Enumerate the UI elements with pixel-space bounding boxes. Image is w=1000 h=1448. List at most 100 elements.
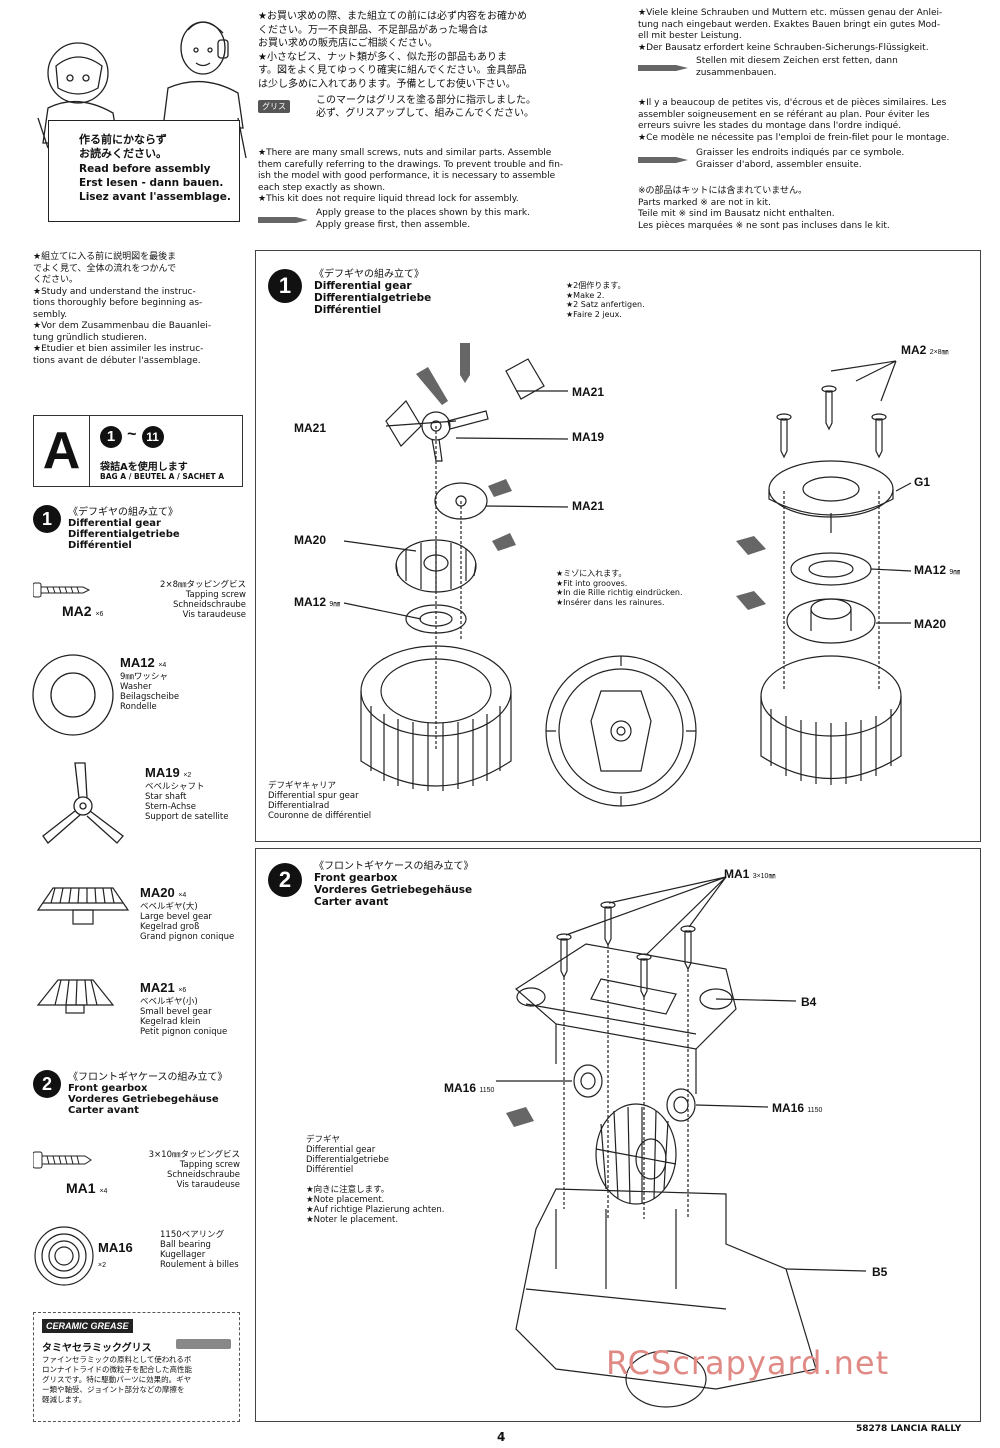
part-ma16-desc: 1150ベアリング Ball bearing Kugellager Roulem… bbox=[160, 1230, 239, 1270]
range-start: 1 bbox=[100, 426, 122, 448]
panel2-jp: 《フロントギヤケースの組み立て》 bbox=[314, 861, 474, 872]
grease-row-en: Apply grease to the places shown by this… bbox=[258, 208, 603, 230]
part-ma20-desc: ベベルギヤ(大) Large bevel gear Kegelrad groß … bbox=[140, 902, 235, 942]
diag1-ma2: MA2 2×8㎜ bbox=[901, 343, 949, 357]
grease-arrow-icon bbox=[638, 157, 688, 163]
grease-de-text: Stellen mit diesem Zeichen erst fetten, … bbox=[696, 56, 898, 78]
panel1-step-badge: 1 bbox=[268, 269, 302, 303]
grease-tag: グリス bbox=[258, 100, 290, 113]
grease-box-title: タミヤセラミックグリス bbox=[42, 1343, 152, 1354]
grease-fr-text: Graisser les endroits indiqués par ce sy… bbox=[696, 148, 905, 170]
diag2-b4: B4 bbox=[801, 995, 817, 1009]
read-before-box: 作る前にかならず お読みください。 Read before assembly E… bbox=[48, 120, 240, 222]
panel1-heading: 《デフギヤの組み立て》 Differential gear Differenti… bbox=[314, 265, 431, 316]
diag2-placement-note: ★向きに注意します。 ★Note placement. ★Auf richtig… bbox=[306, 1185, 445, 1225]
grease-brand-logo: CERAMIC GREASE bbox=[42, 1319, 133, 1333]
grease-tube-icon bbox=[176, 1339, 231, 1349]
bag-range: 1 ~ 11 bbox=[100, 426, 164, 448]
step2-de: Vorderes Getriebegehäuse bbox=[68, 1094, 219, 1105]
diag1-ma12-left: MA12 9㎜ bbox=[294, 595, 341, 609]
grease-arrow-icon bbox=[638, 65, 688, 71]
star-shaft-ma19-icon bbox=[42, 762, 124, 844]
diag2-ma16-left: MA16 1150 bbox=[444, 1081, 495, 1095]
part-ma1-code: MA1 ×4 bbox=[66, 1180, 108, 1196]
carrier-label: デフギヤキャリア Differential spur gear Differen… bbox=[268, 781, 372, 821]
make2-note: ★2個作ります。 ★Make 2. ★2 Satz anfertigen. ★F… bbox=[566, 281, 645, 319]
diag2-diff-label: デフギヤ Differential gear Differentialgetri… bbox=[306, 1135, 389, 1175]
differential-gear-diagram bbox=[343, 343, 912, 807]
bag-jp: 袋詰Aを使用します bbox=[100, 462, 188, 473]
step1-fr: Différentiel bbox=[68, 540, 132, 551]
grease-en-text: Apply grease to the places shown by this… bbox=[316, 208, 530, 230]
panel2-step-badge: 2 bbox=[268, 863, 302, 897]
part-ma12-desc: 9㎜ワッシャ Washer Beilagscheibe Rondelle bbox=[120, 672, 180, 712]
mechanics-illustration bbox=[37, 21, 247, 159]
read-before-fr: Lisez avant l'assemblage. bbox=[79, 191, 231, 203]
notes-japanese: ★お買い求めの際、また組立ての前には必ず内容をお確かめ ください。万一不良部品、… bbox=[258, 11, 527, 90]
notes-german: ★Viele kleine Schrauben und Muttern etc.… bbox=[638, 8, 943, 53]
diag2-ma1: MA1 3×10㎜ bbox=[724, 867, 776, 881]
ceramic-grease-box: CERAMIC GREASE タミヤセラミックグリス ファインセラミックの原料と… bbox=[33, 1312, 240, 1422]
study-note: ★組立てに入る前に説明図を最後ま でよく見て、全体の流れをつかんで ください。 … bbox=[33, 252, 212, 366]
intro-illustration: 作る前にかならず お読みください。 Read before assembly E… bbox=[18, 8, 248, 228]
panel2-heading: 《フロントギヤケースの組み立て》 Front gearbox Vorderes … bbox=[314, 857, 474, 908]
bag-letter: A bbox=[34, 416, 90, 486]
step1-en: Differential gear bbox=[68, 518, 161, 529]
panel1-en: Differential gear bbox=[314, 280, 412, 292]
panel1-jp: 《デフギヤの組み立て》 bbox=[314, 269, 424, 280]
large-bevel-gear-ma20-icon bbox=[36, 887, 130, 925]
bag-a-box: A 1 ~ 11 袋詰Aを使用します BAG A / BEUTEL A / SA… bbox=[33, 415, 243, 487]
read-before-jp: 作る前にかならず お読みください。 bbox=[79, 133, 167, 160]
diag1-g1: G1 bbox=[914, 475, 931, 489]
model-name: 58278 LANCIA RALLY bbox=[856, 1424, 962, 1434]
grease-row-de: Stellen mit diesem Zeichen erst fetten, … bbox=[638, 56, 983, 78]
diag1-ma21-c: MA21 bbox=[572, 499, 605, 513]
part-ma2-code: MA2 ×6 bbox=[62, 603, 104, 619]
washer-ma12-icon bbox=[32, 654, 114, 736]
page-number: 4 bbox=[497, 1430, 506, 1444]
range-sep: ~ bbox=[127, 426, 137, 443]
grease-row-jp: グリス このマークはグリスを塗る部分に指示しました。 必ず、グリスアップして、組… bbox=[258, 94, 603, 119]
step1-de: Differentialgetriebe bbox=[68, 529, 180, 540]
diag2-ma16-right: MA16 1150 bbox=[772, 1101, 823, 1115]
part-ma1-desc: 3×10㎜タッピングビス Tapping screw Schneidschrau… bbox=[148, 1150, 240, 1190]
screw-ma2-icon bbox=[33, 582, 91, 598]
diag1-ma20-left: MA20 bbox=[294, 533, 327, 547]
step1-heading: 《デフギヤの組み立て》 Differential gear Differenti… bbox=[68, 503, 180, 551]
panel2-de: Vorderes Getriebegehäuse bbox=[314, 884, 473, 896]
step1-badge: 1 bbox=[33, 505, 61, 533]
part-ma12-code: MA12 ×4 bbox=[120, 655, 167, 670]
not-in-kit-note: ※の部品はキットには含まれていません。 Parts marked ※ are n… bbox=[638, 186, 890, 231]
diag1-ma19: MA19 bbox=[572, 430, 605, 444]
part-ma21-desc: ベベルギヤ(小) Small bevel gear Kegelrad klein… bbox=[140, 997, 228, 1037]
notes-french: ★Il y a beaucoup de petites vis, d'écrou… bbox=[638, 98, 950, 143]
watermark: RCScrapyard.net bbox=[606, 1344, 890, 1382]
diag1-ma12-right: MA12 9㎜ bbox=[914, 563, 961, 577]
step1-jp: 《デフギヤの組み立て》 bbox=[68, 507, 178, 518]
step2-fr: Carter avant bbox=[68, 1105, 139, 1116]
part-ma2-desc: 2×8㎜タッピングビス Tapping screw Schneidschraub… bbox=[160, 580, 246, 620]
grooves-note: ★ミゾに入れます。 ★Fit into grooves. ★In die Ril… bbox=[556, 569, 683, 607]
panel1-de: Differentialgetriebe bbox=[314, 292, 432, 304]
step2-jp: 《フロントギヤケースの組み立て》 bbox=[68, 1072, 228, 1083]
screw-ma1-icon bbox=[33, 1151, 92, 1169]
front-gearbox-diagram bbox=[496, 876, 867, 1408]
part-ma21-code: MA21 ×6 bbox=[140, 980, 187, 995]
diag1-ma21-a: MA21 bbox=[572, 385, 605, 399]
panel2-fr: Carter avant bbox=[314, 896, 389, 908]
part-ma19-code: MA19 ×2 bbox=[145, 765, 192, 780]
diag1-ma21-b: MA21 bbox=[294, 421, 327, 435]
grease-arrow-icon bbox=[258, 217, 308, 223]
step1-panel: 1 《デフギヤの組み立て》 Differential gear Differen… bbox=[255, 250, 981, 842]
ball-bearing-ma16-icon bbox=[34, 1226, 94, 1286]
part-ma19-desc: ベベルシャフト Star shaft Stern-Achse Support d… bbox=[145, 782, 229, 822]
read-before-de: Erst lesen - dann bauen. bbox=[79, 177, 224, 189]
grease-box-desc: ファインセラミックの原料として使われるボ ロンナイトライドの微粒子を配合した高性… bbox=[42, 1355, 192, 1404]
step2-en: Front gearbox bbox=[68, 1083, 148, 1094]
panel1-fr: Différentiel bbox=[314, 304, 382, 316]
small-bevel-gear-ma21-icon bbox=[36, 979, 115, 1014]
range-end: 11 bbox=[141, 426, 164, 448]
part-ma16-code: MA16×2 bbox=[98, 1240, 133, 1269]
notes-english: ★There are many small screws, nuts and s… bbox=[258, 148, 564, 204]
grease-row-fr: Graisser les endroits indiqués par ce sy… bbox=[638, 148, 983, 170]
